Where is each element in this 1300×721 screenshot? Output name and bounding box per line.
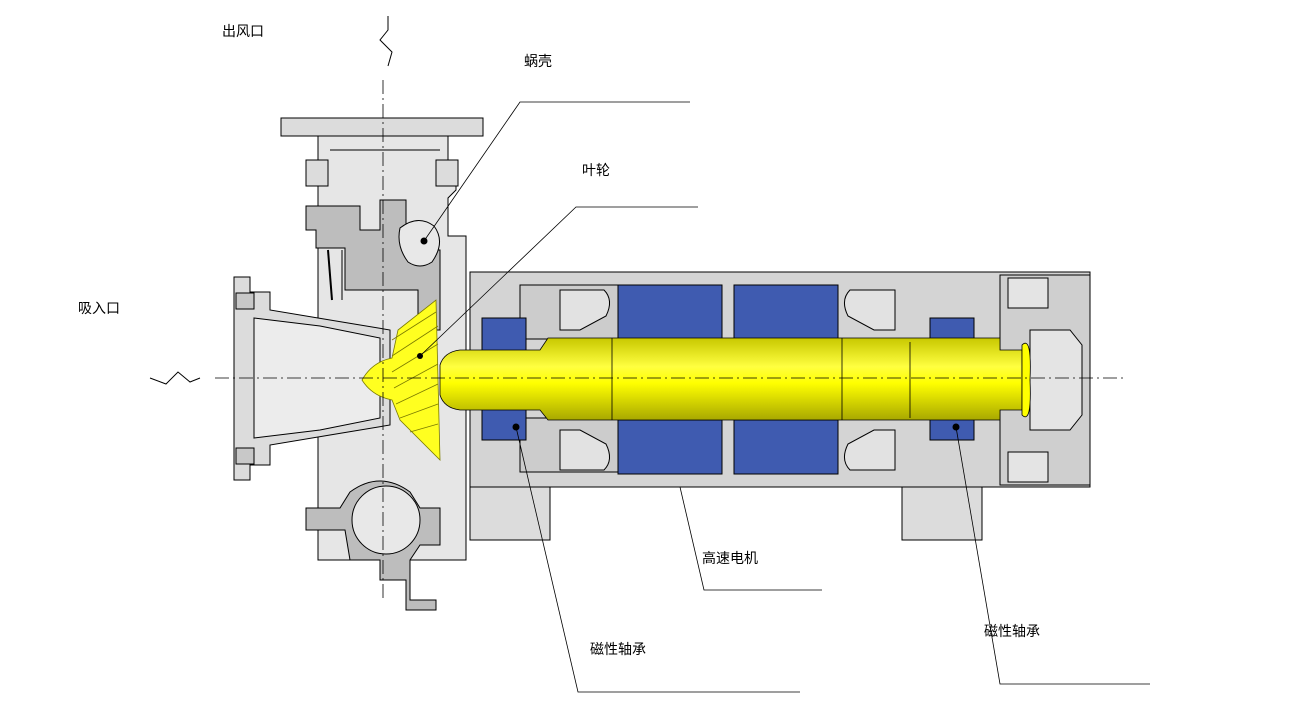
- leader-lines: [419, 101, 1150, 693]
- flow-arrows: [149, 16, 393, 385]
- inlet-flow-arrow: [149, 371, 201, 385]
- label-inlet: 吸入口: [78, 301, 120, 317]
- axis-centerlines: [215, 80, 1125, 600]
- leader-volute: [423, 101, 690, 242]
- label-volute: 蜗壳: [524, 54, 552, 70]
- leader-bearing-left: [515, 426, 800, 693]
- outlet-flow-arrow: [379, 16, 393, 67]
- label-outlet: 出风口: [222, 24, 264, 40]
- leader-impeller: [419, 206, 698, 357]
- rotor-shaft: [439, 337, 1031, 421]
- leader-motor: [679, 486, 822, 591]
- label-impeller: 叶轮: [582, 163, 610, 179]
- label-bearing-right: 磁性轴承: [984, 624, 1040, 640]
- impeller: [361, 299, 441, 461]
- leader-bearing-right: [955, 426, 1150, 685]
- motor-stator: [617, 284, 839, 475]
- label-bearing-left: 磁性轴承: [590, 642, 646, 658]
- label-motor: 高速电机: [702, 551, 758, 567]
- volute-casing: [305, 199, 441, 611]
